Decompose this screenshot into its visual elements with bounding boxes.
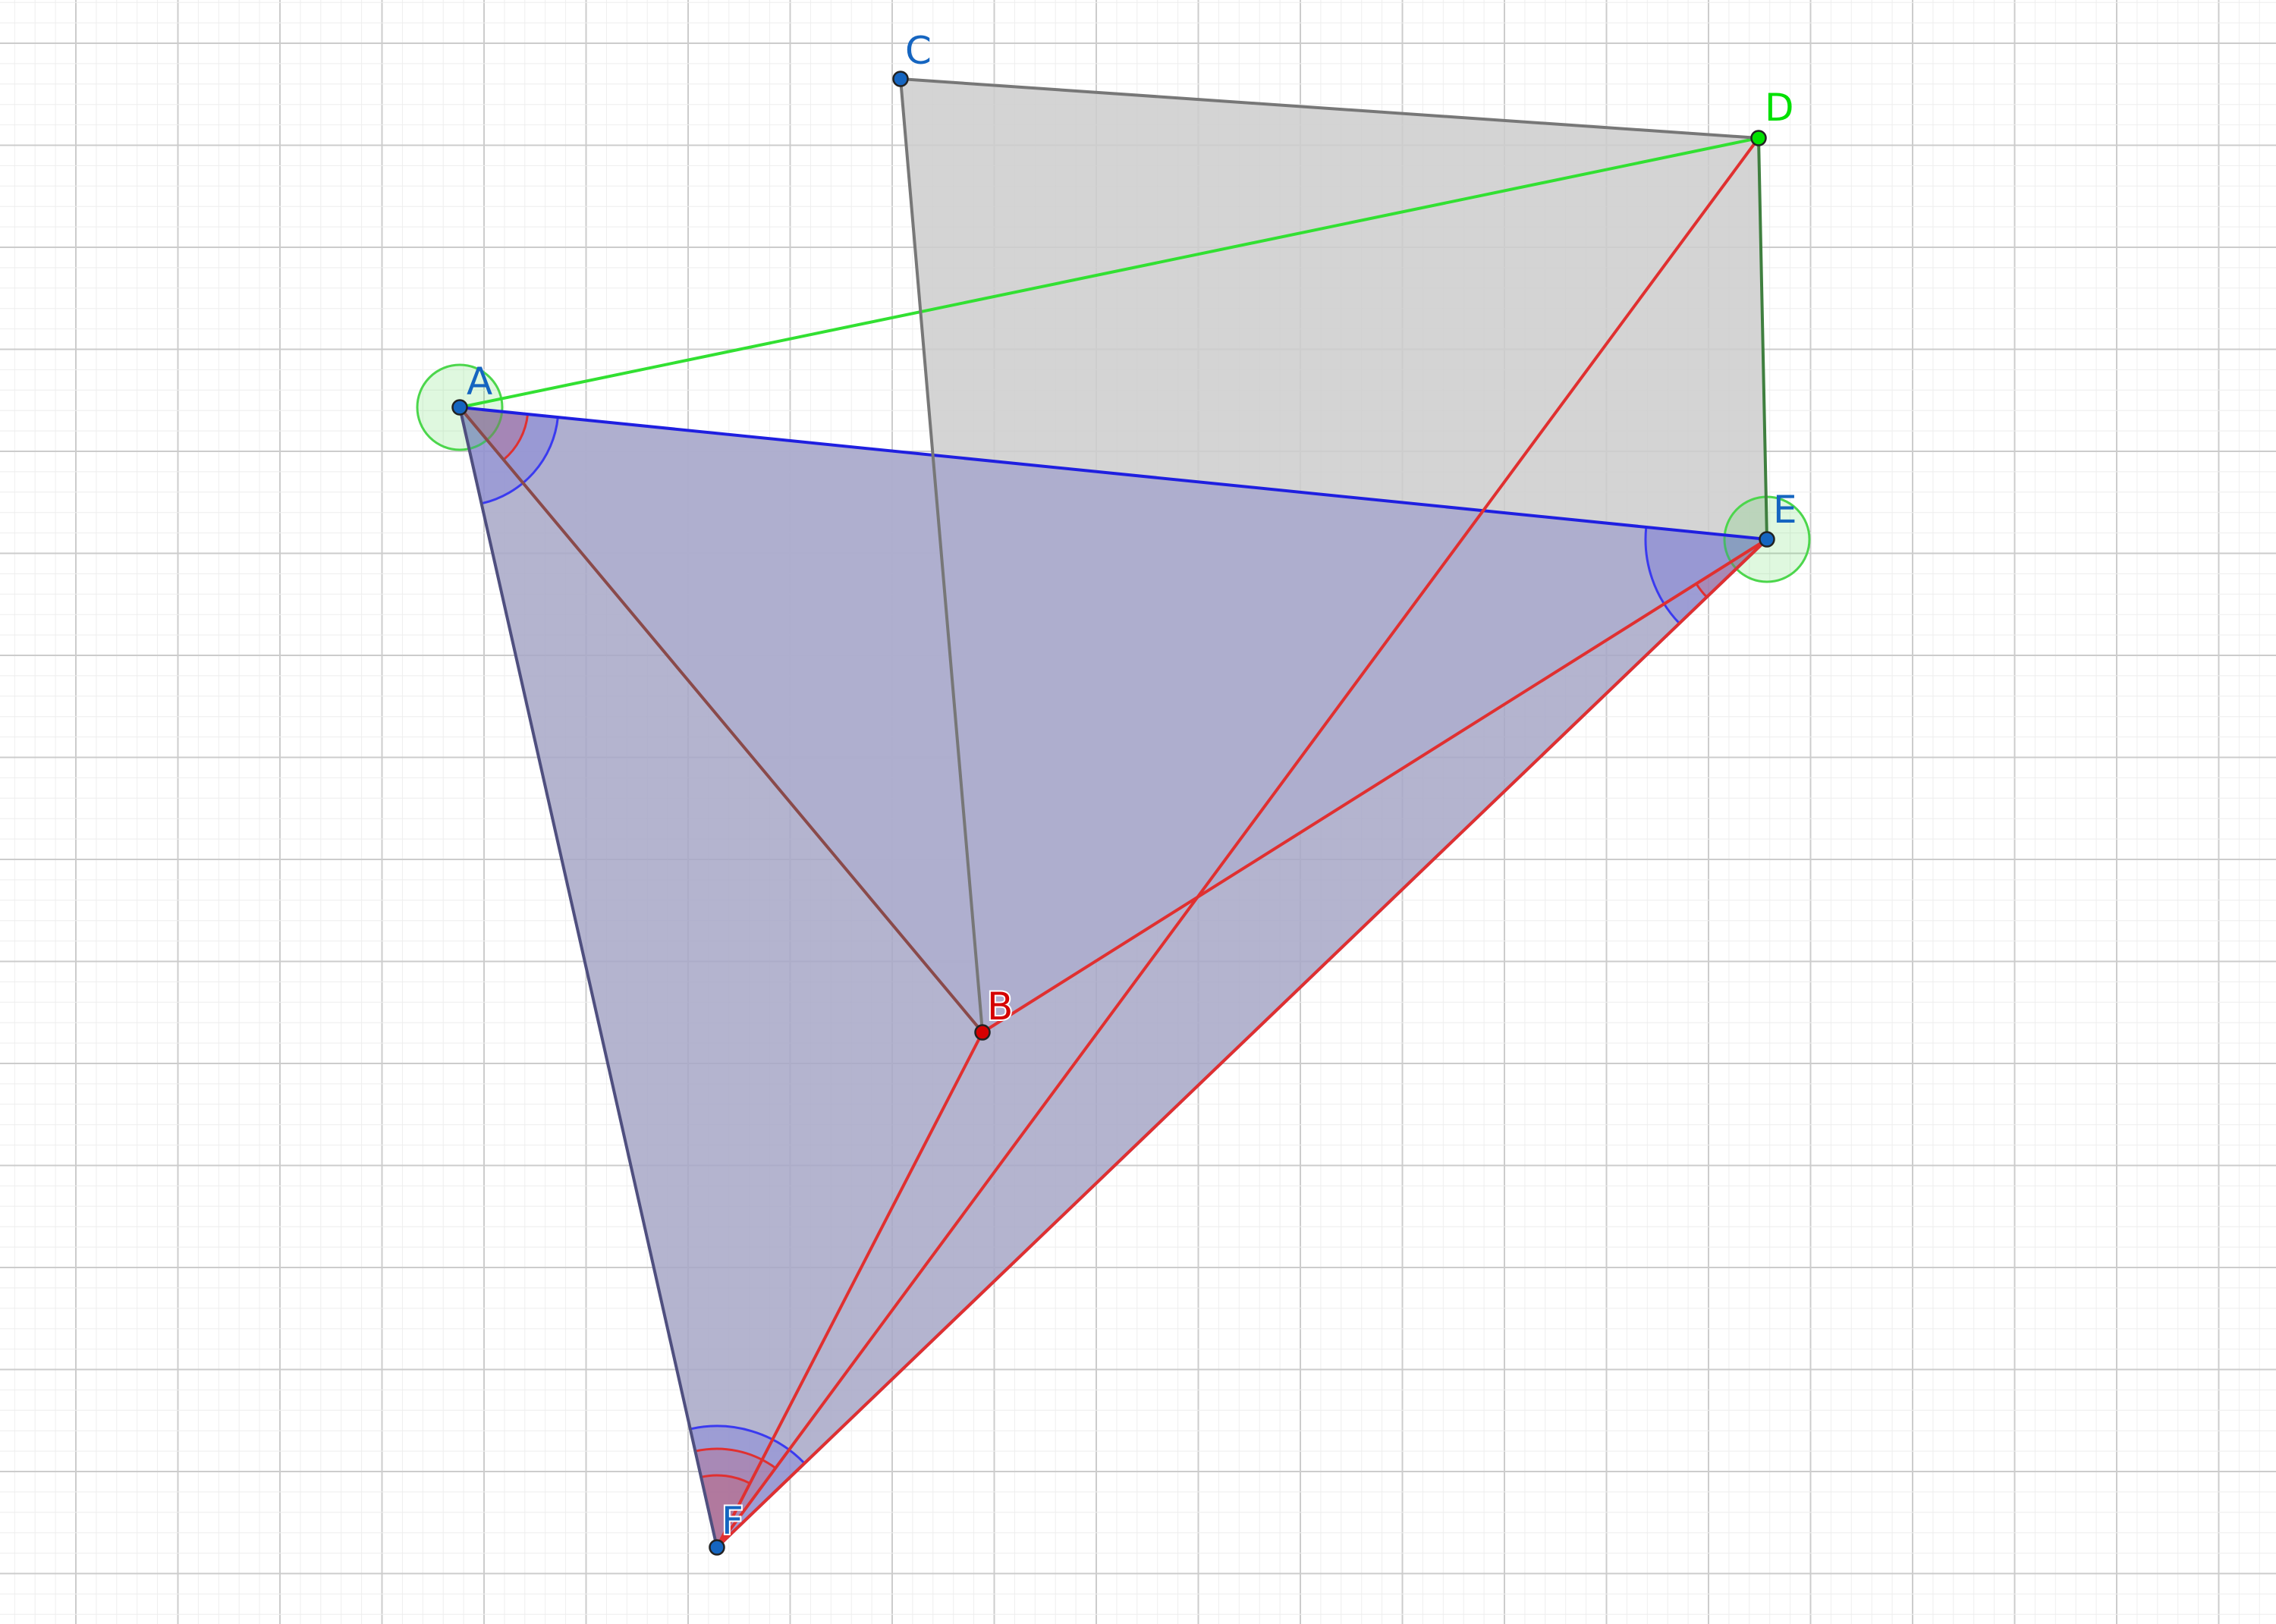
segment-AF <box>458 406 718 1549</box>
label-E: E <box>1773 488 1797 532</box>
angle-marker-A-blue <box>481 416 559 505</box>
point-D <box>1750 130 1767 146</box>
point-A <box>451 399 468 416</box>
segment-AD <box>458 137 1760 409</box>
segment-DF <box>715 137 1760 1549</box>
segment-BE <box>981 538 1768 1034</box>
segment-DE <box>1757 137 1768 541</box>
angle-marker-F-blue <box>690 1425 806 1465</box>
segments <box>458 77 1768 1549</box>
points <box>451 71 1775 1556</box>
label-A: A <box>467 360 492 404</box>
angle-marker-A-red-fill <box>460 407 528 460</box>
label-D: D <box>1765 86 1794 130</box>
segment-CD <box>899 77 1760 140</box>
angle-marker-E-blue <box>1644 526 1680 624</box>
angle-marker-E-blue-fill <box>1646 526 1767 624</box>
label-B: B <box>987 985 1013 1029</box>
point-labels: A B C D E F <box>467 29 1797 1544</box>
segment-AB <box>458 406 984 1034</box>
angle-marker-A-red <box>502 413 530 461</box>
label-C: C <box>905 29 932 73</box>
angle-marker-F-red-1 <box>695 1447 777 1469</box>
label-F: F <box>721 1499 743 1543</box>
angle-marker-E-red-fill <box>1696 539 1767 598</box>
point-B <box>974 1024 991 1041</box>
polygons <box>460 79 1767 1547</box>
polygon-triangle-dark <box>460 407 1767 1547</box>
segment-BF <box>715 1031 984 1549</box>
point-C <box>892 71 909 87</box>
segment-AE <box>458 406 1768 541</box>
angle-marker-F-red-2 <box>700 1474 751 1484</box>
segment-EF <box>715 538 1768 1549</box>
point-E <box>1759 531 1775 548</box>
segment-CB <box>899 77 984 1034</box>
point-F <box>709 1539 725 1556</box>
